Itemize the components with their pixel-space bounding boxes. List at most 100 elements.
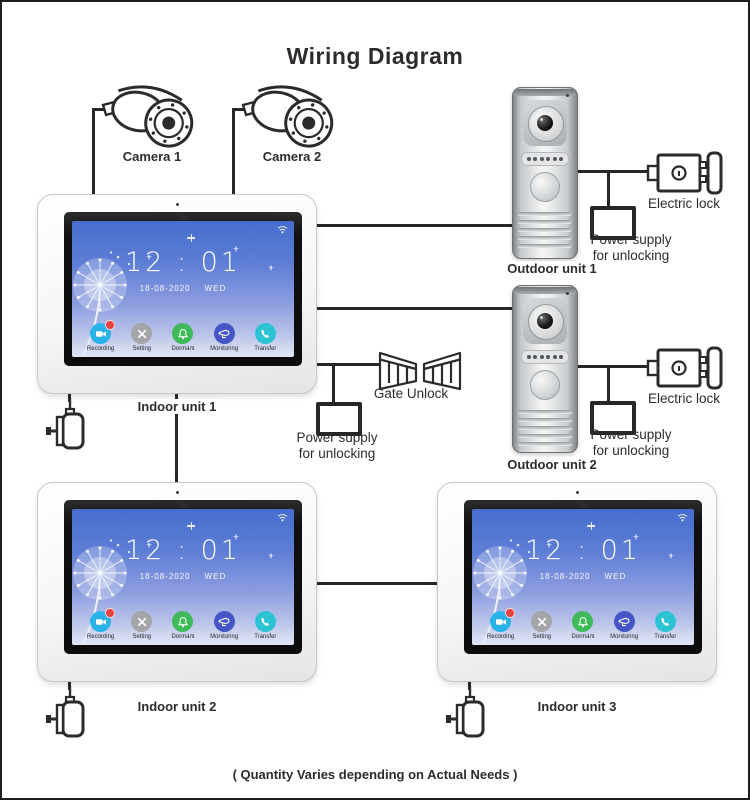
monitor-bezel: 12 : 01 18-08-2020 WED Recording xyxy=(464,500,702,654)
microphone-hole xyxy=(575,491,579,494)
wire-branch-psu2 xyxy=(607,365,610,403)
cctv-icon[interactable] xyxy=(213,323,235,344)
video-camera-icon[interactable] xyxy=(490,608,516,632)
wire-indoor1-adapter xyxy=(68,392,71,402)
camera-ring xyxy=(528,304,564,340)
microphone-hole xyxy=(566,292,569,295)
app-setting[interactable]: Setting xyxy=(123,611,161,640)
camera-module xyxy=(523,100,567,146)
cctv-icon[interactable] xyxy=(613,611,635,632)
sparkle xyxy=(268,264,274,272)
power-supply-box xyxy=(316,402,362,436)
date-text: 18-08-2020 xyxy=(539,572,591,581)
power-adapter-icon xyxy=(46,398,85,450)
notification-badge xyxy=(505,608,516,618)
wire-camera2-horizontal xyxy=(232,108,254,111)
indoor-unit-3-label: Indoor unit 3 xyxy=(437,699,717,714)
wire-camera1-vertical xyxy=(92,108,95,196)
gate-unlock-label: Gate Unlock xyxy=(373,386,449,401)
app-dormant[interactable]: Dormant xyxy=(164,611,202,640)
cctv-icon[interactable] xyxy=(213,611,235,632)
app-monitoring[interactable]: Monitoring xyxy=(605,611,643,640)
electric-lock-1-label: Electric lock xyxy=(647,196,720,211)
app-dock: Recording Setting Dormant xyxy=(72,320,294,352)
app-monitoring[interactable]: Monitoring xyxy=(205,323,243,352)
app-dormant[interactable]: Dormant xyxy=(164,323,202,352)
led-array xyxy=(521,152,569,166)
app-recording[interactable]: Recording xyxy=(82,608,120,640)
phone-icon[interactable] xyxy=(254,323,276,344)
sparkle xyxy=(668,552,674,560)
weekday-text: WED xyxy=(204,284,227,293)
bell-icon[interactable] xyxy=(172,611,194,632)
sparkle xyxy=(146,253,152,261)
camera-ring xyxy=(528,106,564,142)
electric-lock-icon xyxy=(646,151,723,195)
monitor-screen: 12 : 01 18-08-2020 WED Recording xyxy=(472,509,694,645)
camera-lens-icon xyxy=(537,115,553,131)
date-display: 18-08-2020 WED xyxy=(72,284,294,293)
footer-note: ( Quantity Varies depending on Actual Ne… xyxy=(232,767,518,782)
wire-indoor3-adapter xyxy=(468,680,471,690)
outdoor-unit-2 xyxy=(512,285,578,453)
app-dock: Recording Setting Dormant xyxy=(472,608,694,640)
wire-outdoor2-lock xyxy=(576,365,648,368)
app-transfer[interactable]: Transfer xyxy=(246,611,284,640)
app-transfer[interactable]: Transfer xyxy=(646,611,684,640)
microphone-hole xyxy=(566,94,569,97)
app-transfer[interactable]: Transfer xyxy=(246,323,284,352)
app-recording[interactable]: Recording xyxy=(82,320,120,352)
clock-display: 12 : 01 xyxy=(525,535,641,566)
wifi-icon xyxy=(277,226,288,234)
power-supply-box xyxy=(590,401,636,435)
power-supply-box xyxy=(590,206,636,240)
bell-icon[interactable] xyxy=(572,611,594,632)
camera-module xyxy=(523,298,567,344)
front-camera-icon xyxy=(178,215,188,219)
date-text: 18-08-2020 xyxy=(139,284,191,293)
tools-icon[interactable] xyxy=(531,611,553,632)
indoor-unit-3: 12 : 01 18-08-2020 WED Recording xyxy=(437,482,717,682)
doorbell-button[interactable] xyxy=(530,172,560,202)
notification-badge xyxy=(105,320,116,330)
wire-indoor2-indoor3 xyxy=(315,582,439,585)
phone-icon[interactable] xyxy=(254,611,276,632)
outdoor-unit-2-label: Outdoor unit 2 xyxy=(497,457,607,472)
cctv-camera-icon xyxy=(241,85,334,148)
wire-indoor1-outdoor1 xyxy=(315,224,515,227)
tools-icon[interactable] xyxy=(131,611,153,632)
weekday-text: WED xyxy=(604,572,627,581)
dandelion-wallpaper xyxy=(473,539,531,645)
front-camera-icon xyxy=(578,503,588,507)
electric-lock-icon xyxy=(646,346,723,390)
camera1-label: Camera 1 xyxy=(100,149,204,164)
app-monitoring[interactable]: Monitoring xyxy=(205,611,243,640)
video-camera-icon[interactable] xyxy=(90,608,116,632)
wire-outdoor1-lock xyxy=(576,170,648,173)
sparkle xyxy=(187,520,196,532)
tools-icon[interactable] xyxy=(131,323,153,344)
app-setting[interactable]: Setting xyxy=(123,323,161,352)
dandelion-wallpaper xyxy=(73,251,131,357)
speaker-grille xyxy=(518,410,572,446)
speaker-grille xyxy=(518,212,572,248)
doorbell-button[interactable] xyxy=(530,370,560,400)
notification-badge xyxy=(105,608,116,618)
sparkle xyxy=(233,533,239,541)
dandelion-wallpaper xyxy=(73,539,131,645)
app-recording[interactable]: Recording xyxy=(482,608,520,640)
bell-icon[interactable] xyxy=(172,323,194,344)
date-text: 18-08-2020 xyxy=(139,572,191,581)
electric-lock-2-label: Electric lock xyxy=(647,391,720,406)
front-camera-icon xyxy=(178,503,188,507)
wire-camera1-horizontal xyxy=(92,108,114,111)
video-camera-icon[interactable] xyxy=(90,320,116,344)
app-dormant[interactable]: Dormant xyxy=(564,611,602,640)
sparkle xyxy=(268,552,274,560)
wire-camera2-vertical xyxy=(232,108,235,196)
app-setting[interactable]: Setting xyxy=(523,611,561,640)
date-display: 18-08-2020 WED xyxy=(472,572,694,581)
phone-icon[interactable] xyxy=(654,611,676,632)
